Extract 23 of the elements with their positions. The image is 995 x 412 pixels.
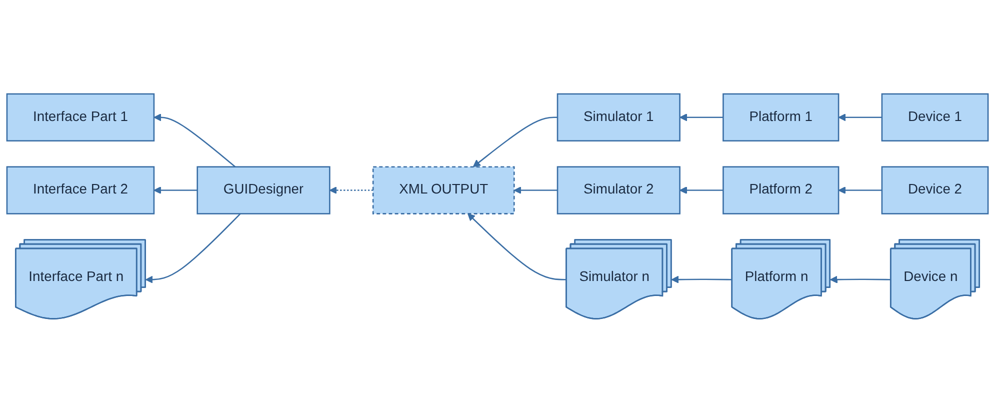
arrow (838, 186, 882, 194)
arrow (468, 213, 567, 280)
node-box: Simulator 2 (556, 166, 680, 214)
arrow (154, 113, 236, 168)
arrow (145, 212, 241, 284)
arrow (472, 116, 558, 167)
arrow (514, 186, 558, 194)
arrow (830, 275, 892, 284)
node-box: Platform 1 (722, 92, 840, 142)
node-box: Platform 2 (722, 166, 840, 214)
node-box: Simulator 1 (556, 92, 680, 142)
node-box: Device 1 (881, 92, 989, 142)
arrow (329, 186, 374, 194)
node-box: Interface Part 2 (6, 166, 155, 214)
node-box: GUIDesigner (196, 166, 330, 214)
node-box: Interface Part 1 (6, 92, 155, 142)
arrow (838, 113, 882, 121)
arrow (679, 186, 724, 194)
arrow (671, 275, 732, 284)
arrow (679, 113, 724, 121)
node-box: XML OUTPUT (372, 166, 515, 214)
arrow (154, 186, 198, 194)
node-box: Device 2 (881, 166, 989, 214)
